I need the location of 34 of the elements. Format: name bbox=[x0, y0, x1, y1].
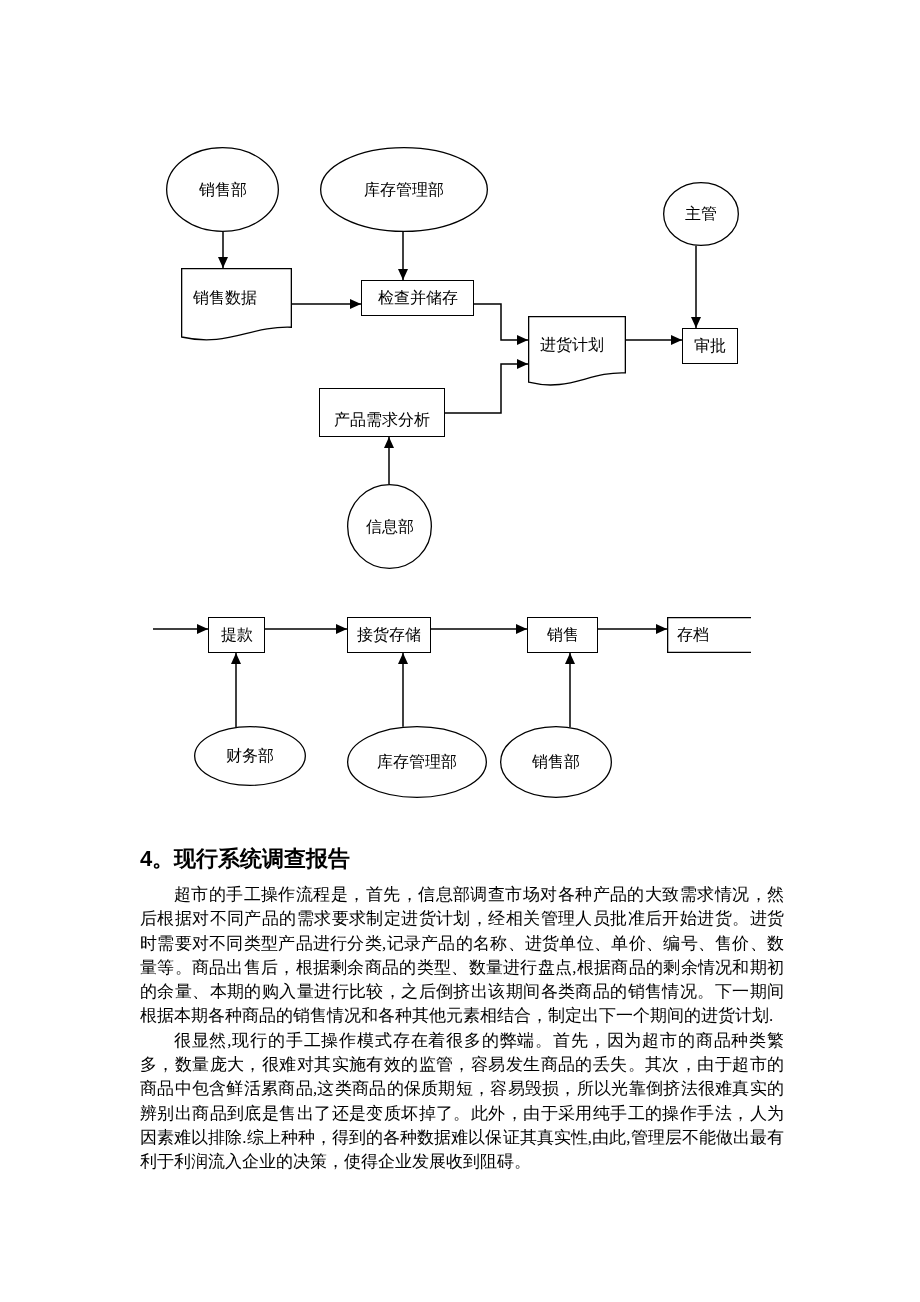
ellipse-node: 财务部 bbox=[194, 726, 306, 786]
process-box: 接货存储 bbox=[347, 617, 431, 653]
ellipse-node: 销售部 bbox=[166, 147, 279, 232]
paragraph: 超市的手工操作流程是，首先，信息部调查市场对各种产品的大致需求情况，然后根据对不同产品的需求要求制定进货计划，经相关管理人员批准后开始进货。进货时需要对不同类型产品进行分类,记录产品的名称、进货单位、单价、编号、售价、数量等。商品出售后，根据剩余商品的类型、数量进行盘点,根据商品的剩余情况和期初的余量、本期的购入量进行比较，之后倒挤出该期间各类商品的销售情况。下一期间根据本期各种商品的销售情况和各种其他元素相结合，制定出下一个期间的进货计划. bbox=[140, 884, 784, 1028]
arrow bbox=[444, 359, 529, 414]
document-node: 销售数据 bbox=[181, 268, 292, 343]
arrow bbox=[384, 436, 394, 485]
arrow bbox=[264, 624, 348, 634]
arrow bbox=[231, 652, 241, 728]
arrow bbox=[218, 231, 228, 269]
ellipse-node: 库存管理部 bbox=[320, 147, 488, 232]
arrow bbox=[152, 624, 209, 634]
arrow bbox=[597, 624, 668, 634]
arrow bbox=[398, 231, 408, 281]
arrow bbox=[430, 624, 528, 634]
ellipse-node: 销售部 bbox=[500, 726, 612, 798]
process-box: 提款 bbox=[208, 617, 265, 653]
paragraph: 很显然,现行的手工操作模式存在着很多的弊端。首先，因为超市的商品种类繁多，数量庞大，很难对其实施有效的监管，容易发生商品的丢失。其次，由于超市的商品中包含鲜活累商品,这类商品的保质期短，容易毁损，所以光靠倒挤法很难真实的辨别出商品到底是售出了还是变质坏掉了。此外，由于采用纯手工的操作手法，人为因素难以排除.综上种种，得到的各种数据难以保证其真实性,由此,管理层不能做出最有利于利润流入企业的决策，使得企业发展收到阻碍。 bbox=[140, 1029, 784, 1174]
process-box: 产品需求分析 bbox=[319, 388, 445, 437]
circle-node: 主管 bbox=[663, 182, 739, 246]
process-box: 审批 bbox=[682, 328, 738, 364]
arrow bbox=[291, 299, 362, 309]
arrow bbox=[565, 652, 575, 728]
ellipse-node: 库存管理部 bbox=[347, 726, 487, 798]
arrow bbox=[691, 244, 701, 329]
process-box: 检查并储存 bbox=[361, 280, 474, 316]
process-box: 销售 bbox=[527, 617, 598, 653]
data-store: 存档 bbox=[667, 617, 751, 653]
arrow bbox=[473, 303, 529, 345]
arrow bbox=[625, 335, 683, 345]
circle-node: 信息部 bbox=[347, 484, 432, 569]
section-heading: 4。现行系统调查报告 bbox=[140, 845, 351, 873]
document-node: 进货计划 bbox=[528, 316, 626, 388]
arrow bbox=[398, 652, 408, 728]
